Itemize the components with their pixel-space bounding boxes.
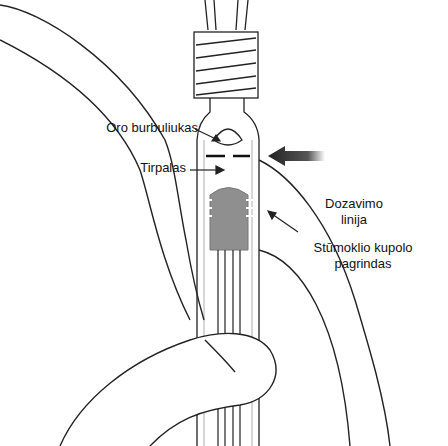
part-label: Oro burbuliukas [88, 120, 198, 136]
finger-outline [259, 160, 390, 446]
thumb [60, 333, 276, 446]
needle-tube [205, 0, 248, 30]
threaded-hub [194, 32, 258, 98]
dosing-arrow [268, 146, 325, 166]
part-label: Stūmoklio kupolo pagrindas [296, 240, 430, 272]
thread-lines [196, 38, 256, 95]
arrow-head [268, 211, 276, 219]
part-label: Tirpalas [100, 160, 186, 176]
plunger-dome [210, 188, 248, 251]
leader-lines [190, 129, 298, 232]
plunger-ribs [205, 200, 253, 216]
hand [0, 5, 390, 446]
finger-outline [0, 5, 204, 320]
thumb-nail [205, 340, 235, 372]
finger-outline [0, 40, 190, 320]
arrow-head [216, 166, 224, 174]
part-label: Dozavimo linija [318, 196, 390, 228]
finger-outline [259, 250, 350, 446]
dosing-line [206, 155, 250, 158]
leader-line [272, 214, 298, 232]
air-bubble [214, 129, 242, 145]
arrow-head [212, 135, 220, 141]
